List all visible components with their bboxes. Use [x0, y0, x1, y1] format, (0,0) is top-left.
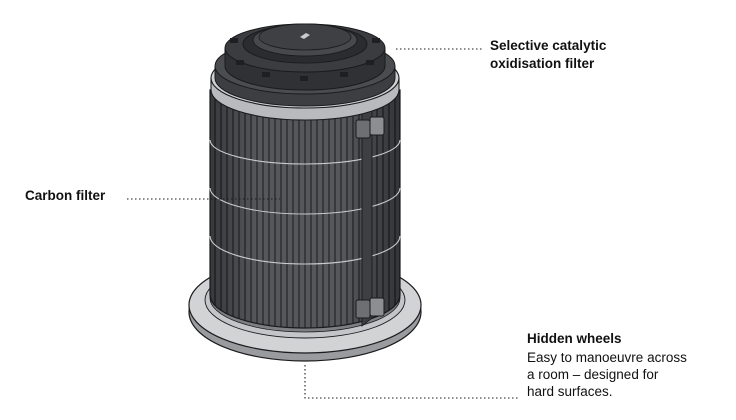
label-carbon-filter: Carbon filter: [25, 188, 106, 203]
wheels-desc-line2: a room – designed for: [527, 367, 659, 382]
sco-filter-lid: [214, 23, 396, 107]
leader-wheels: [304, 365, 520, 399]
label-sco-line1: Selective catalytic: [490, 38, 607, 53]
label-hidden-wheels: Hidden wheels: [527, 331, 622, 346]
label-hidden-wheels-description: Easy to manoeuvre across a room – design…: [527, 349, 712, 400]
wheels-desc-line1: Easy to manoeuvre across: [527, 350, 687, 365]
wheels-desc-line3: hard surfaces.: [527, 384, 613, 399]
filter-strap: [355, 103, 385, 327]
leader-lines: [127, 48, 520, 399]
carbon-filter-body: [209, 89, 401, 329]
label-sco-filter: Selective catalytic oxidisation filter: [490, 37, 640, 73]
label-sco-line2: oxidisation filter: [490, 56, 595, 71]
